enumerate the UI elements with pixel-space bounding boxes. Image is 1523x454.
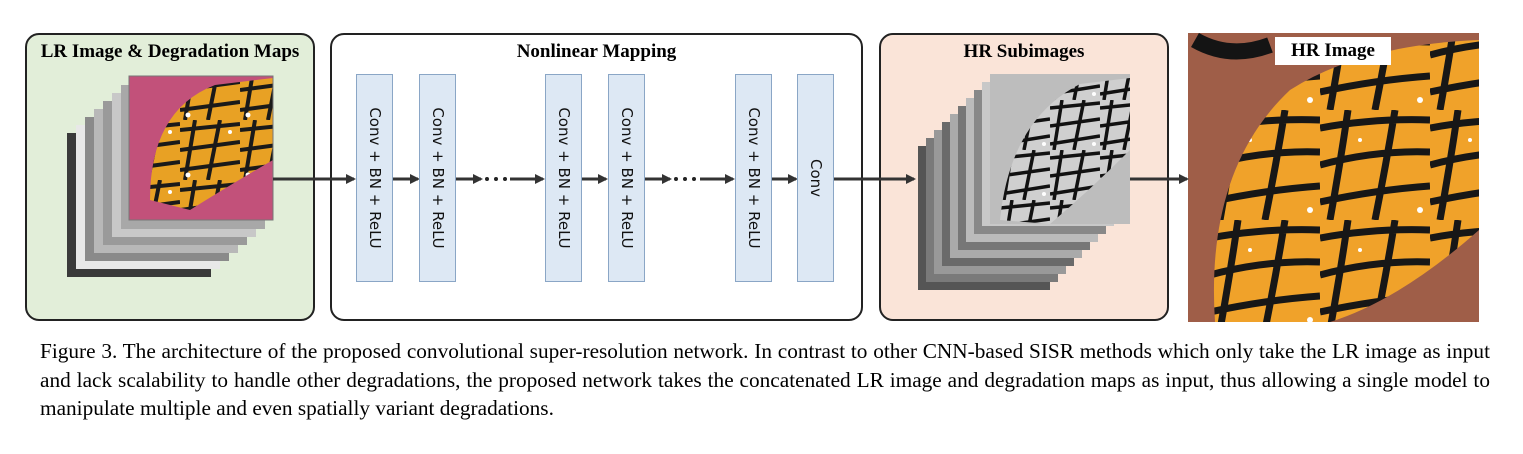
block-label: Conv + BN + ReLU xyxy=(744,107,763,249)
block-label: Conv + BN + ReLU xyxy=(554,107,573,249)
block-label: Conv + BN + ReLU xyxy=(365,107,384,249)
hr-subimages-stack xyxy=(918,74,1130,290)
conv-bn-relu-block-4: Conv + BN + ReLU xyxy=(608,74,645,282)
block-label: Conv + BN + ReLU xyxy=(428,107,447,249)
block-label: Conv xyxy=(806,158,825,198)
block-label: Conv + BN + ReLU xyxy=(617,107,636,249)
hr-image-title: HR Image xyxy=(1275,37,1391,65)
conv-bn-relu-block-2: Conv + BN + ReLU xyxy=(419,74,456,282)
figure-caption: Figure 3. The architecture of the propos… xyxy=(40,339,1490,420)
ellipsis-dots xyxy=(485,177,696,181)
conv-bn-relu-block-1: Conv + BN + ReLU xyxy=(356,74,393,282)
conv-bn-relu-block-5: Conv + BN + ReLU xyxy=(735,74,772,282)
conv-bn-relu-block-3: Conv + BN + ReLU xyxy=(545,74,582,282)
hr-butterfly-image xyxy=(1188,32,1479,322)
lr-panel-title: LR Image & Degradation Maps xyxy=(40,41,300,62)
conv-block-final: Conv xyxy=(797,74,834,282)
lr-butterfly-image xyxy=(128,75,274,221)
nm-panel-title: Nonlinear Mapping xyxy=(516,41,677,62)
hr-sub-panel-title: HR Subimages xyxy=(963,41,1085,62)
